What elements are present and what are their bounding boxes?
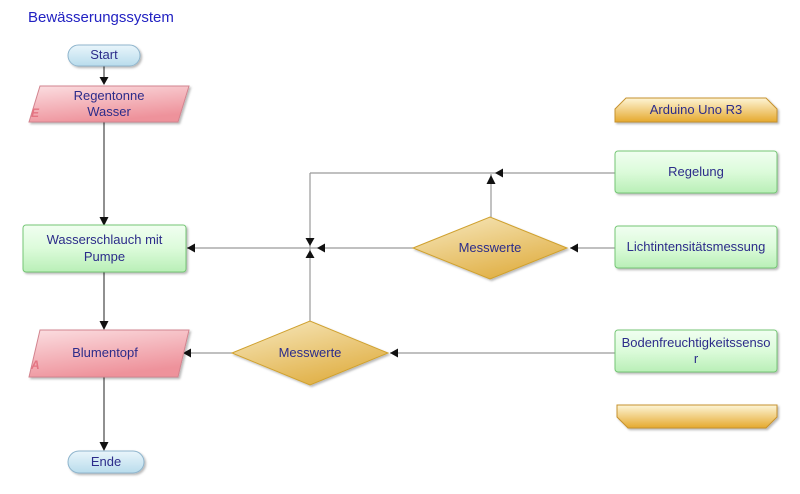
- arrowhead-left-icon: [570, 243, 578, 253]
- node-lichtmessung-process: [614, 225, 778, 269]
- node-empty-card: [616, 404, 778, 429]
- arrowhead-left-icon: [183, 348, 191, 358]
- arrowhead-down-icon: [305, 238, 315, 246]
- arrowhead-left-icon: [317, 243, 325, 253]
- arrowheads: [99, 77, 578, 451]
- connector-lines: [183, 172, 615, 354]
- arrowhead-down-icon: [99, 217, 109, 226]
- arrowhead-down-icon: [99, 77, 109, 85]
- arrowhead-left-icon: [495, 168, 503, 178]
- arrowhead-down-icon: [99, 321, 109, 330]
- node-ende-terminator: [67, 450, 145, 474]
- arrowhead-up-icon: [305, 250, 315, 258]
- arrowhead-up-icon: [486, 175, 496, 184]
- arrowhead-left-icon: [390, 348, 398, 358]
- node-regelung-process: [614, 150, 778, 194]
- arrowhead-left-icon: [187, 243, 195, 253]
- node-messwerte-oben-decision: [411, 216, 569, 280]
- arrowhead-down-icon: [99, 442, 109, 451]
- page-title: Bewässerungssystem: [28, 9, 174, 26]
- node-blumentopf-parallelogram: [28, 329, 190, 378]
- node-wasserschlauch-process: [22, 224, 187, 273]
- node-arduino-card: [614, 97, 778, 123]
- node-messwerte-unten-decision: [230, 320, 390, 386]
- node-regentonne-parallelogram: [28, 85, 190, 123]
- node-start-terminator: [67, 44, 141, 67]
- node-bodensensor-process: [614, 329, 778, 373]
